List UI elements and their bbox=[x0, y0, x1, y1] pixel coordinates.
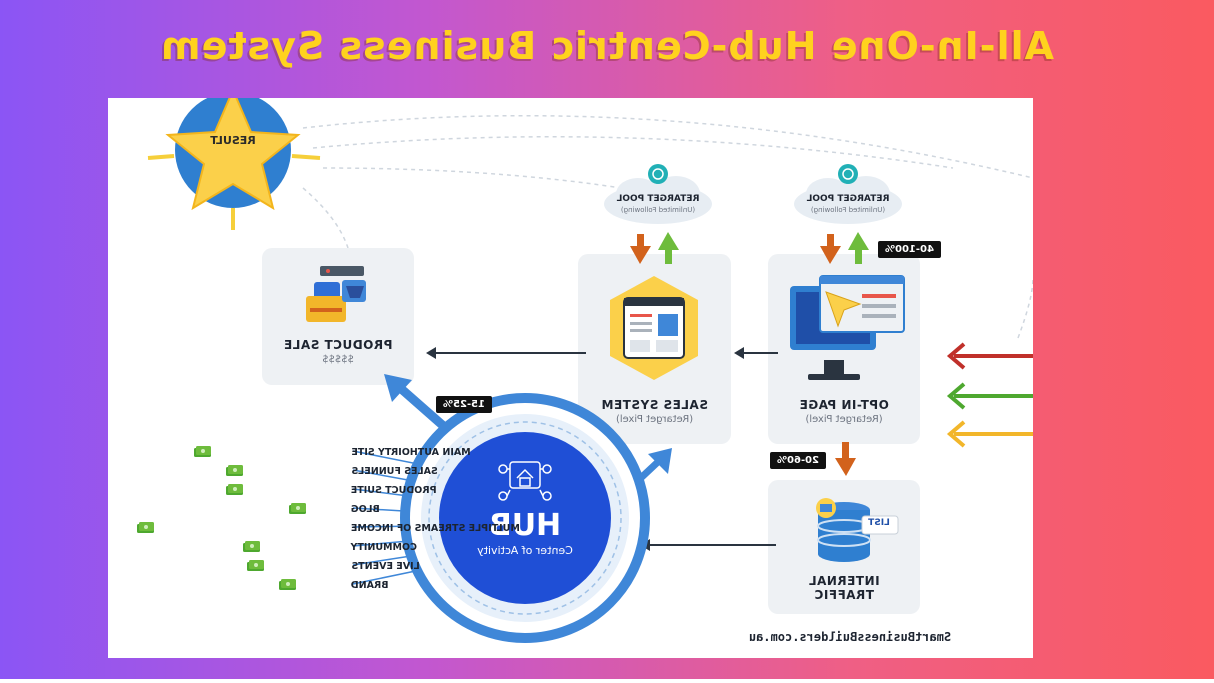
retarget-pool-cloud-left bbox=[604, 164, 712, 224]
sales-page-icon bbox=[610, 276, 698, 380]
bottom-strip bbox=[0, 679, 1214, 683]
computer-monitor-icon bbox=[790, 275, 905, 380]
result-star-icon: RESULT bbox=[147, 98, 321, 230]
hub-graphic bbox=[352, 374, 672, 643]
list-item: BRAND bbox=[351, 580, 389, 591]
list-item: SALES FUNNELS bbox=[351, 466, 438, 477]
page-title: All-In-One Hub-Centric Business System bbox=[159, 24, 1055, 68]
database-icon bbox=[816, 498, 899, 562]
footer-url: SmartBusinessBuilders.com.au bbox=[748, 630, 952, 644]
list-item: MAIN AUTHOIRTY SITE bbox=[351, 447, 471, 458]
list-item: PRODUCT SUITE bbox=[351, 485, 437, 496]
list-item: BLOG bbox=[351, 504, 380, 515]
money-icon bbox=[247, 560, 264, 571]
list-item: MULTIPLE STREAMS OF INCOME bbox=[351, 523, 520, 534]
hub-rate-badge: 15-25% bbox=[436, 396, 493, 413]
optin-rate-badge: 40-100% bbox=[878, 241, 941, 258]
money-icon bbox=[226, 484, 243, 495]
money-icon bbox=[279, 579, 296, 590]
internal-rate-badge: 20-60% bbox=[770, 452, 827, 469]
result-label: RESULT bbox=[210, 134, 256, 147]
money-icon bbox=[226, 465, 243, 476]
money-icon bbox=[243, 541, 260, 552]
money-icon bbox=[194, 446, 211, 457]
retarget-arrows bbox=[426, 232, 1033, 551]
money-icon bbox=[289, 503, 306, 514]
list-item: COMMUNITY bbox=[351, 542, 418, 553]
network-icon bbox=[498, 461, 552, 501]
list-item: LIVE EVENTS bbox=[351, 561, 420, 572]
hub-subtitle: Center of Activity bbox=[477, 544, 573, 557]
diagram-panel: RESULT PRODUCT SALE $$$$$ SALES SYSTEM (… bbox=[108, 98, 1033, 658]
money-icon bbox=[137, 522, 154, 533]
retarget-pool-cloud-right bbox=[794, 164, 902, 224]
shopping-cart-icon bbox=[306, 266, 366, 322]
